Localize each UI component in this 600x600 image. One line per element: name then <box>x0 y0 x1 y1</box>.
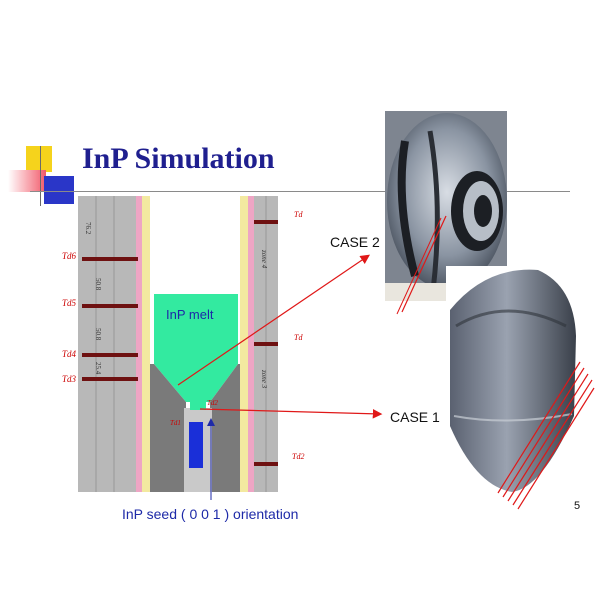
probe-label-seed-2: Td2 <box>207 399 218 407</box>
probe-label-td3: Td3 <box>62 374 77 384</box>
melt-label: InP melt <box>166 307 214 322</box>
probe-label-right-2: Td <box>294 333 303 342</box>
arrow-to-case2 <box>177 254 370 386</box>
left-wall-pink <box>136 196 142 492</box>
decor-square-blue <box>44 176 74 204</box>
heater-bar-td3 <box>82 377 138 381</box>
decor-square-yellow <box>26 146 52 172</box>
inp-melt <box>154 294 238 402</box>
probe-label-td5: Td5 <box>62 298 77 308</box>
left-wall-yellow <box>142 196 150 492</box>
case1-hatch-5 <box>517 387 595 510</box>
furnace-diagram <box>78 196 278 492</box>
crucible-lower <box>150 364 186 492</box>
probe-label-right-1: Td <box>294 210 303 219</box>
case1-hatch-2 <box>502 367 585 498</box>
decor-vertical-line <box>40 146 41 206</box>
case2-facet-line-1 <box>401 215 447 313</box>
right-wall-yellow <box>240 196 248 492</box>
heater-bar-td5 <box>82 304 138 308</box>
page-number: 5 <box>574 500 581 512</box>
heater-bar-td4 <box>82 353 138 357</box>
heater-bar-right-2 <box>254 342 278 346</box>
decor-square-red <box>8 170 46 192</box>
crucible-lower-right <box>210 364 240 492</box>
probe-label-td4: Td4 <box>62 349 77 359</box>
heater-bar-right-3 <box>254 462 278 466</box>
heater-bar-td6 <box>82 257 138 261</box>
case1-ingot-photo <box>446 266 582 496</box>
seed-caption: InP seed ( 0 0 1 ) orientation <box>122 506 299 522</box>
slide-title: InP Simulation <box>82 142 275 175</box>
seed-neck <box>190 402 206 410</box>
inp-seed <box>189 422 203 468</box>
probe-label-right-3: Td2 <box>292 452 305 461</box>
case1-hatch-4 <box>512 379 593 506</box>
left-furnace-column <box>78 196 136 492</box>
seed-pointer-head <box>207 418 215 426</box>
heater-bar-right-1 <box>254 220 278 224</box>
case2-label: CASE 2 <box>330 234 380 250</box>
title-divider <box>30 191 570 192</box>
case2-facet-line-2 <box>396 217 442 315</box>
case1-hatch-1 <box>497 361 581 494</box>
arrow-to-case1 <box>199 408 383 419</box>
probe-label-seed-1: Td1 <box>170 419 181 427</box>
case1-label: CASE 1 <box>390 409 440 425</box>
case1-hatch-3 <box>507 373 589 502</box>
right-wall-pink <box>248 196 254 492</box>
probe-label-td6: Td6 <box>62 251 77 261</box>
